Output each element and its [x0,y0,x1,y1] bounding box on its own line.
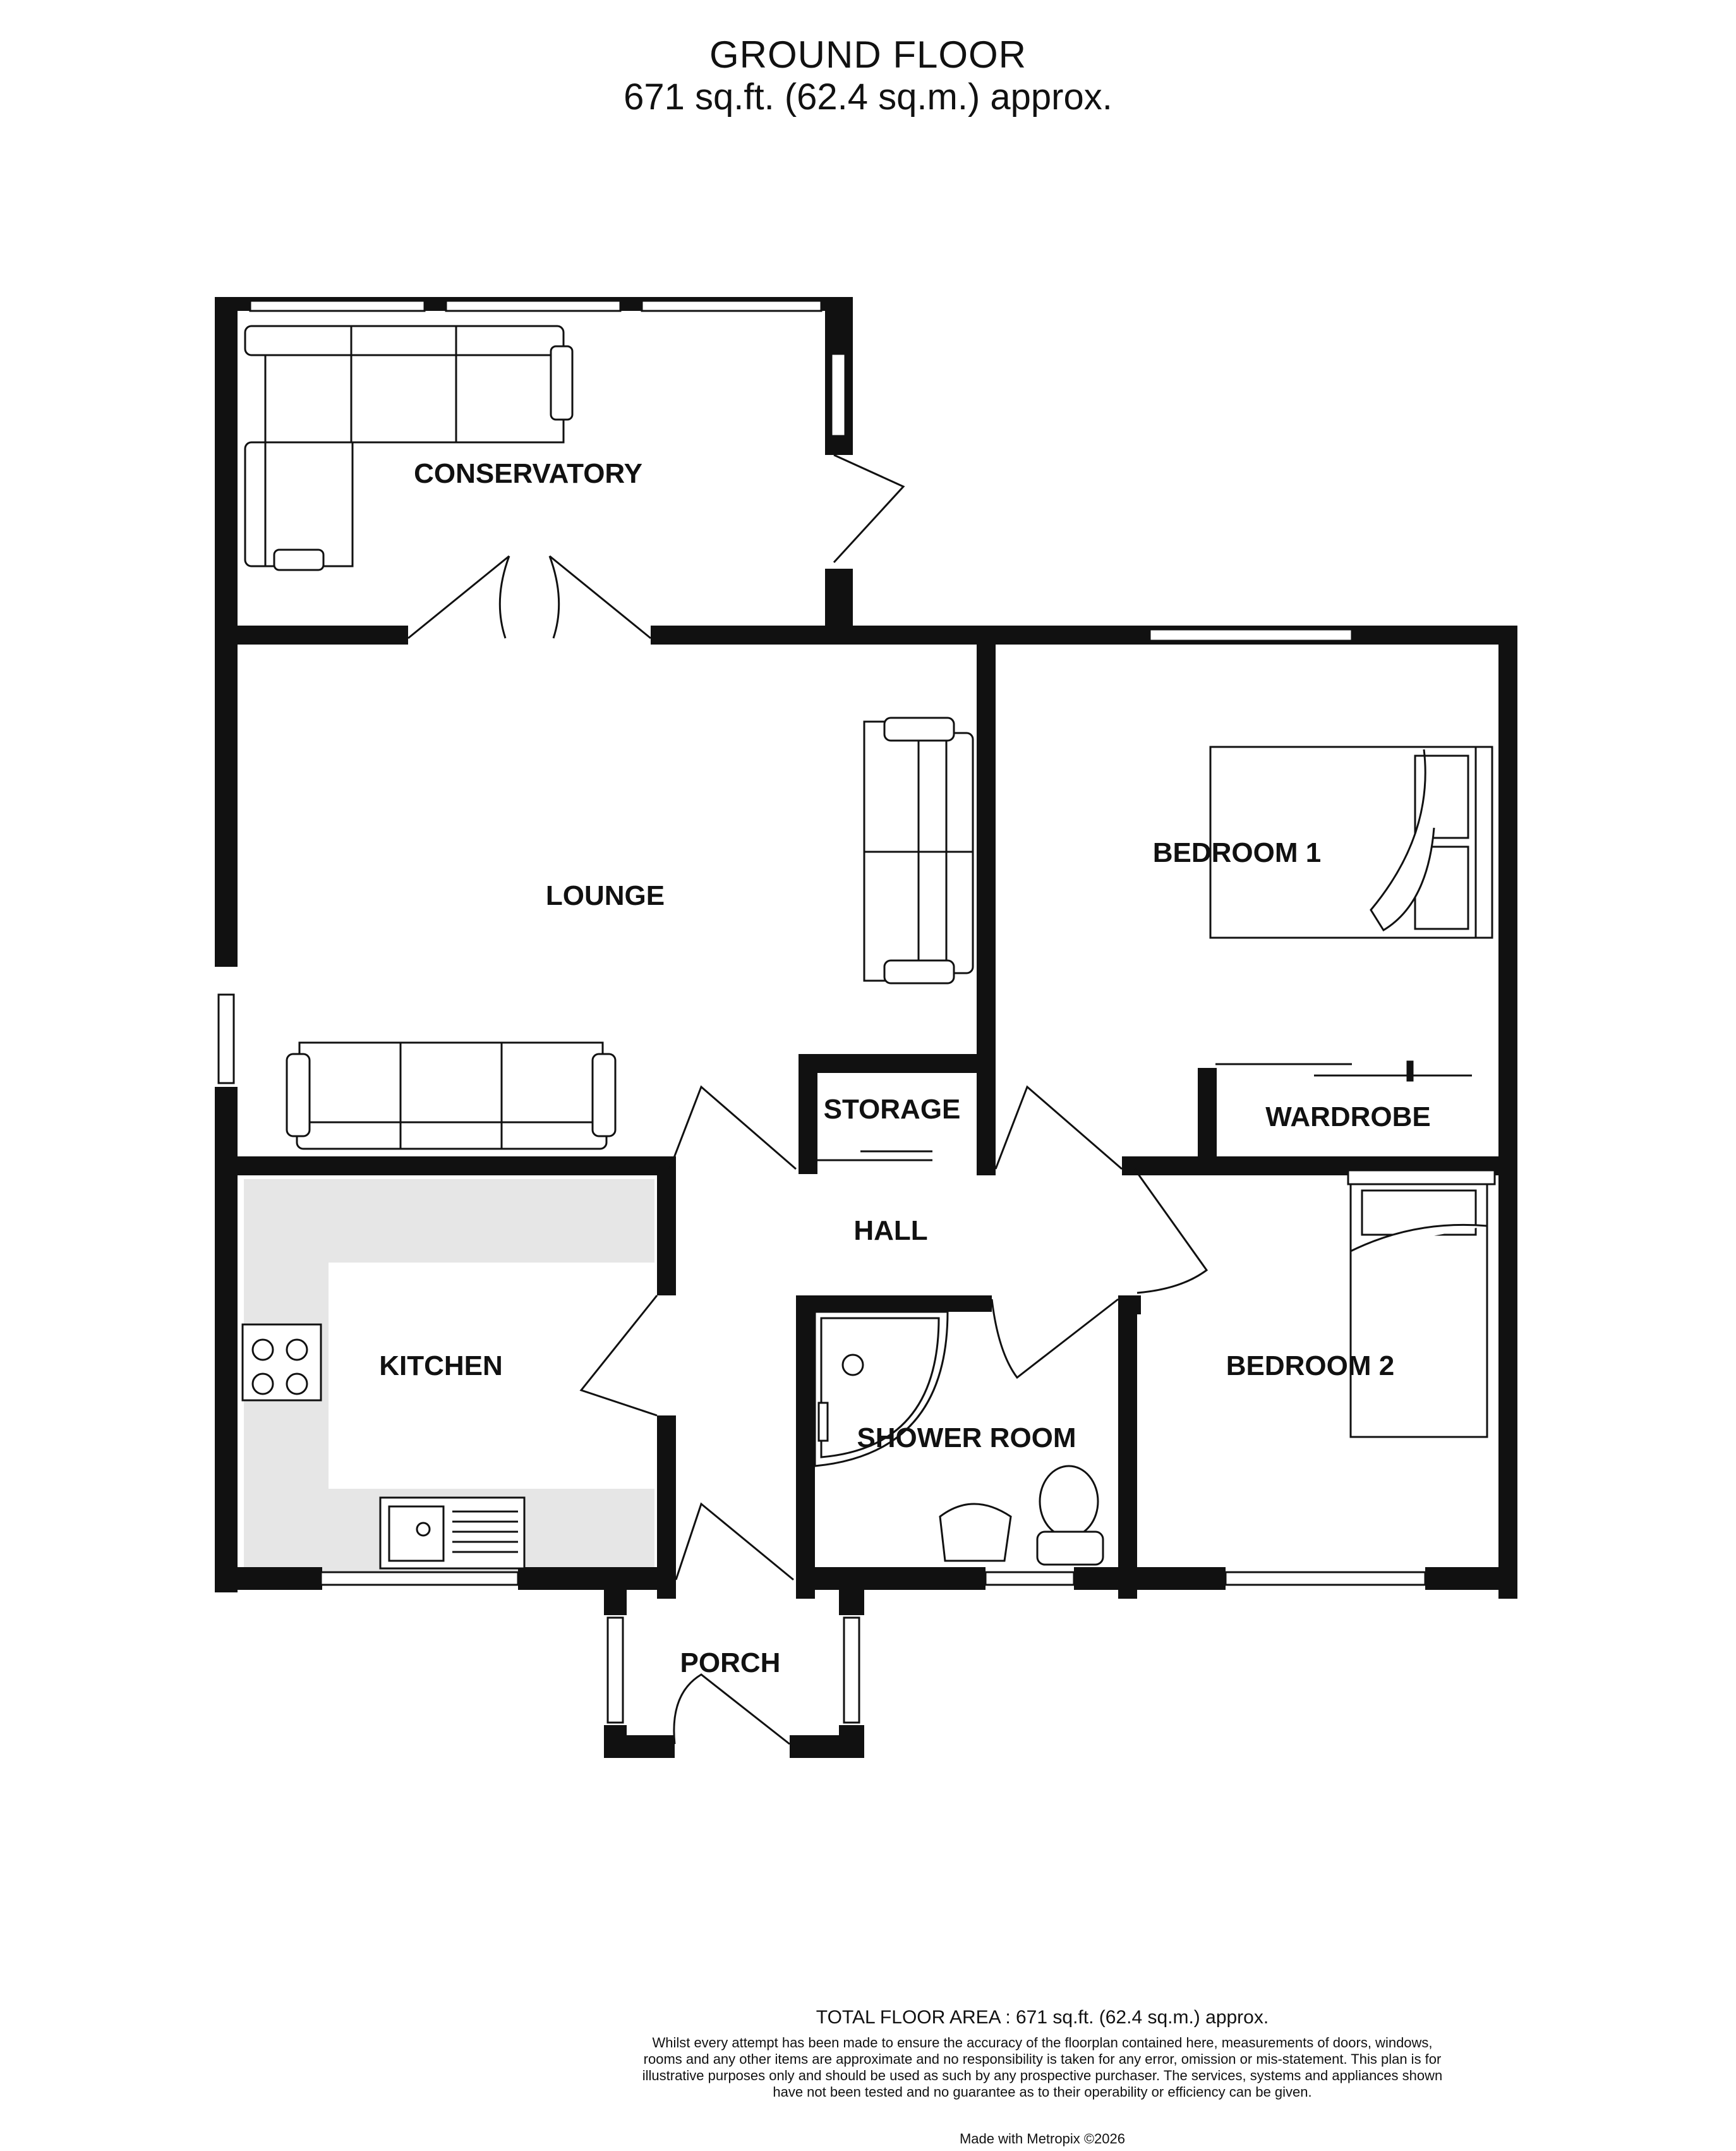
floor-title: GROUND FLOOR [709,33,1027,76]
label-storage: STORAGE [824,1094,961,1125]
disclaimer-text: Whilst every attempt has been made to en… [642,2035,1443,2100]
label-wardrobe: WARDROBE [1265,1101,1431,1132]
metropix-credit: Made with Metropix ©2026 [959,2131,1125,2147]
label-lounge: LOUNGE [546,880,665,911]
label-conservatory: CONSERVATORY [414,458,642,489]
label-porch: PORCH [680,1647,781,1678]
label-bedroom-1: BEDROOM 1 [1153,837,1321,868]
windows [217,300,1426,1724]
doors [407,454,1209,1745]
label-shower-room: SHOWER ROOM [857,1422,1076,1453]
room-labels: CONSERVATORY LOUNGE BEDROOM 1 STORAGE WA… [379,458,1431,1678]
label-hall: HALL [853,1215,927,1246]
furniture [241,325,1496,1570]
walls [215,297,1517,1758]
floor-area: 671 sq.ft. (62.4 sq.m.) approx. [624,76,1112,118]
total-floor-area: TOTAL FLOOR AREA : 671 sq.ft. (62.4 sq.m… [816,2007,1269,2028]
label-bedroom-2: BEDROOM 2 [1226,1350,1394,1381]
label-kitchen: KITCHEN [379,1350,503,1381]
